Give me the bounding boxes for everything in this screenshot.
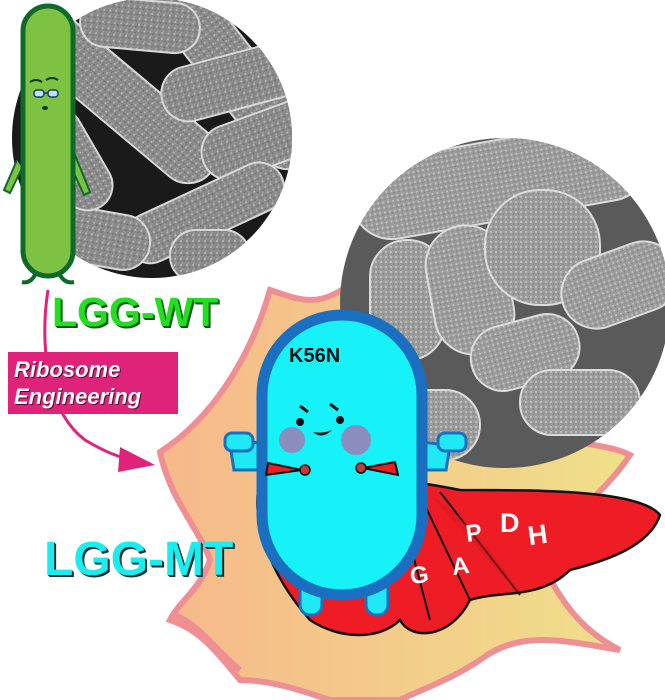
- wt-strain-label: LGG-WT: [52, 289, 219, 335]
- gapdh-letter-d: D: [500, 508, 520, 538]
- wt-character: [2, 3, 92, 285]
- gapdh-letter-g: G: [408, 560, 431, 591]
- gapdh-letter-a: A: [450, 551, 472, 582]
- mt-character: [223, 309, 468, 617]
- ribosome-engineering-label: Ribosome Engineering: [14, 356, 141, 410]
- mt-strain-label: LGG-MT: [44, 533, 234, 586]
- mutation-label: K56N: [289, 345, 341, 367]
- transition-arrow: [43, 289, 155, 472]
- ribosome-label-line1: Ribosome: [14, 357, 121, 382]
- ribosome-label-line2: Engineering: [14, 384, 142, 409]
- gapdh-letter-h: H: [525, 518, 550, 552]
- ribosome-engineering-box: [8, 352, 178, 414]
